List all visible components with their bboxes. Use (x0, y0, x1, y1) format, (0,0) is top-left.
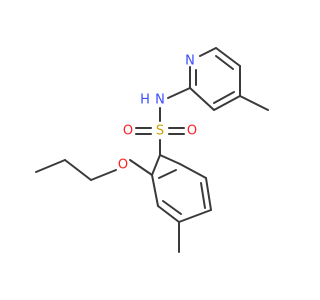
bond-ch2-ch2 (64, 159, 92, 181)
molecule-structure: O S O O H N N (0, 0, 300, 300)
atom-nitrogen-pyridine: N (185, 54, 195, 69)
sulfonyl-group (135, 107, 185, 156)
atom-hydrogen-amide: H (140, 93, 150, 108)
bond-c4-c5 (178, 209, 212, 223)
atom-oxygen-left: O (123, 124, 133, 139)
bond-methyl-pyridine (239, 95, 269, 111)
pyridine-ring (189, 47, 241, 111)
py-aromatic-inner-1 (215, 55, 234, 70)
aromatic-inner-3 (158, 169, 177, 179)
bond-c5-c6 (205, 177, 212, 211)
bond-oxygen-ch2 (90, 169, 117, 181)
background (0, 0, 300, 300)
py-aromatic-inner-2 (213, 91, 235, 104)
bond-c2-c3 (151, 174, 159, 207)
bond-c3-c4 (157, 205, 180, 223)
bond-ring-oxygen (129, 159, 153, 176)
atom-sulfur: S (156, 124, 164, 139)
aromatic-inner-1 (162, 200, 182, 215)
propoxy-chain (35, 159, 153, 181)
bond-py-n-c6 (199, 47, 217, 57)
aromatic-inner-2 (200, 182, 206, 209)
bond-c6-c1 (179, 163, 207, 179)
bond-py-c4-c3 (213, 95, 241, 111)
atom-nitrogen-amide: N (155, 93, 165, 108)
bond-py-c3-c2 (189, 87, 215, 111)
atom-oxygen-right: O (187, 124, 197, 139)
bond-c1-c6-inner (159, 154, 181, 165)
bond-nitrogen-pyridine (167, 87, 191, 99)
atom-oxygen-ether: O (118, 158, 128, 173)
bond-py-c6-c5 (215, 47, 241, 67)
bond-c1-c2 (151, 154, 161, 176)
benzene-ring (151, 154, 212, 223)
bond-ch2-ch3 (35, 159, 66, 173)
